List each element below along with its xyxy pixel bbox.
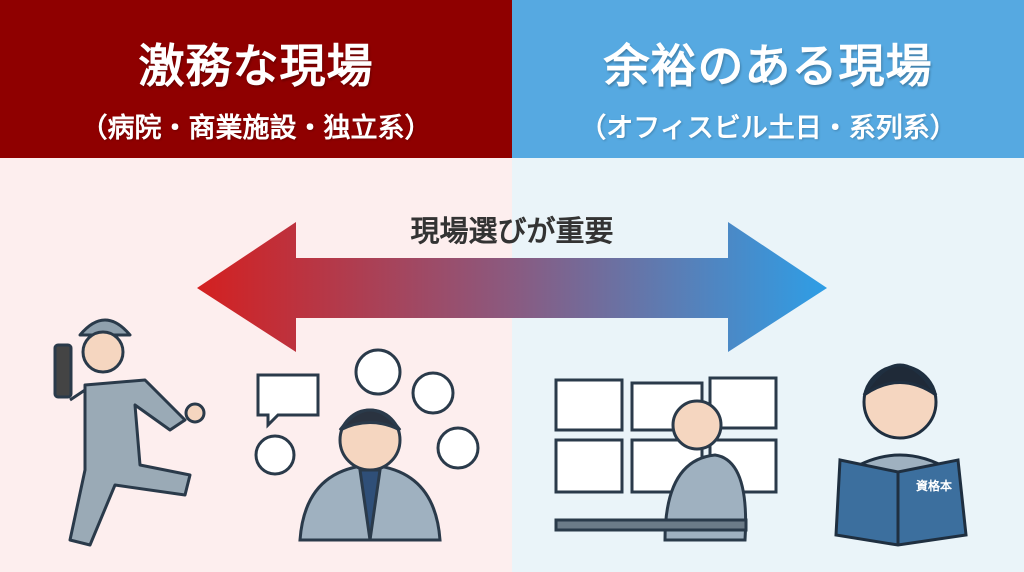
- running-worker-illustration: [53, 318, 206, 547]
- arrow-label: 現場選びが重要: [410, 214, 614, 248]
- busy-site-subtitle: （病院・商業施設・独立系）: [80, 113, 432, 144]
- monitoring-operator-illustration: [554, 376, 778, 542]
- stressed-man-illustration: [254, 348, 480, 542]
- busy-site-header: 激務な現場 （病院・商業施設・独立系）: [0, 0, 512, 158]
- relaxed-site-header: 余裕のある現場 （オフィスビル土日・系列系）: [512, 0, 1024, 158]
- relaxed-site-title: 余裕のある現場: [603, 39, 933, 93]
- relaxed-site-subtitle: （オフィスビル土日・系列系）: [579, 113, 957, 144]
- busy-site-title: 激務な現場: [138, 39, 374, 93]
- reading-man-illustration: [834, 363, 968, 547]
- book-label: 資格本: [916, 478, 952, 493]
